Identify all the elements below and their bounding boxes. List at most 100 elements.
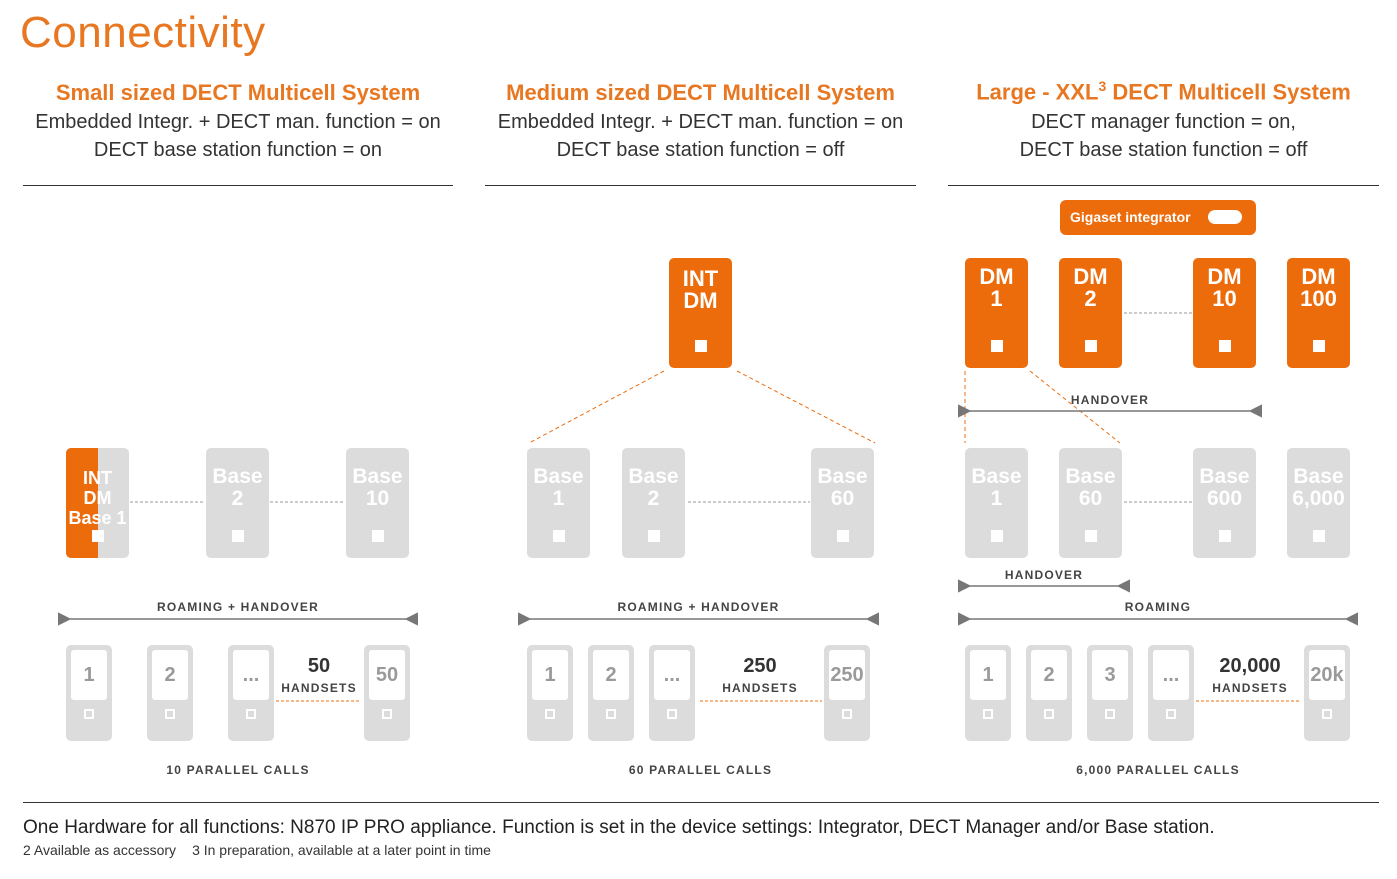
parallel-calls-label: 6,000 PARALLEL CALLS bbox=[1076, 763, 1240, 777]
handset-number: 3 bbox=[1092, 650, 1128, 700]
footer-main-text: One Hardware for all functions: N870 IP … bbox=[23, 817, 1215, 838]
handset: 50 bbox=[364, 645, 410, 741]
column-title-medium: Medium sized DECT Multicell System bbox=[506, 80, 895, 105]
base-number: 1 bbox=[552, 487, 565, 510]
roaming-handover-label: ROAMING + HANDOVER bbox=[617, 600, 780, 614]
parallel-calls-label: 10 PARALLEL CALLS bbox=[166, 763, 310, 777]
handset: 1 bbox=[965, 645, 1011, 741]
roaming-handover-label: ROAMING + HANDOVER bbox=[157, 600, 319, 614]
roaming-label: ROAMING bbox=[1124, 600, 1192, 614]
manager-number: 1 bbox=[990, 286, 1003, 311]
dect-manager-2: DM 2 bbox=[1059, 258, 1122, 368]
base-station-6000: Base 6,000 bbox=[1287, 448, 1350, 558]
device-indicator bbox=[990, 340, 1003, 352]
handset-button bbox=[84, 709, 94, 719]
base-station-60: Base 60 bbox=[811, 448, 874, 558]
handset-number: 20k bbox=[1309, 650, 1345, 700]
handover-label-bottom: HANDOVER bbox=[1004, 568, 1084, 582]
device-indicator bbox=[836, 530, 849, 542]
base-station-int-dm-base-1: INT DM Base 1 bbox=[66, 448, 129, 558]
column-subtitle-large-2: DECT base station function = off bbox=[1019, 139, 1308, 161]
column-subtitle-small-1: Embedded Integr. + DECT man. function = … bbox=[35, 111, 441, 133]
column-divider-large bbox=[948, 185, 1379, 186]
handset-count: 250 bbox=[743, 655, 777, 677]
handset-button bbox=[1044, 709, 1054, 719]
parallel-calls-label: 60 PARALLEL CALLS bbox=[628, 763, 773, 777]
base-label: Base bbox=[971, 465, 1022, 488]
device-indicator bbox=[1218, 530, 1231, 542]
handset-button bbox=[1322, 709, 1332, 719]
device-indicator bbox=[990, 530, 1003, 542]
base-label: Base bbox=[352, 465, 403, 488]
base-station-2: Base 2 bbox=[622, 448, 685, 558]
manager-label: DM bbox=[1207, 264, 1242, 289]
base-station-600: Base 600 bbox=[1193, 448, 1256, 558]
handset: ... bbox=[649, 645, 695, 741]
base-number: 10 bbox=[365, 487, 390, 510]
handset-button bbox=[842, 709, 852, 719]
base-label: Base bbox=[1293, 465, 1344, 488]
handset-button bbox=[606, 709, 616, 719]
integrator-label: Gigaset integrator bbox=[1070, 209, 1191, 225]
manager-link bbox=[1029, 370, 1121, 444]
device-indicator bbox=[1312, 530, 1325, 542]
handset-number: ... bbox=[233, 650, 269, 700]
handset-number: 1 bbox=[970, 650, 1006, 700]
handset-button bbox=[1166, 709, 1176, 719]
handset: 2 bbox=[147, 645, 193, 741]
handset-number: 250 bbox=[829, 650, 865, 700]
gigaset-integrator: Gigaset integrator bbox=[1060, 200, 1256, 235]
column-title-large-rest: DECT Multicell System bbox=[1106, 79, 1351, 105]
footer-divider bbox=[23, 802, 1379, 803]
integrator-slot bbox=[1208, 210, 1242, 224]
base-number: 2 bbox=[231, 487, 244, 510]
base-label: Base bbox=[628, 465, 679, 488]
column-title-large-text: Large - XXL bbox=[976, 79, 1099, 105]
manager-link bbox=[528, 370, 665, 444]
device-indicator bbox=[694, 340, 707, 352]
handsets-word: HANDSETS bbox=[722, 681, 798, 695]
column-divider-small bbox=[23, 185, 453, 186]
label-dm: DM bbox=[83, 488, 112, 508]
manager-label: DM bbox=[1073, 264, 1108, 289]
handset: 3 bbox=[1087, 645, 1133, 741]
handset-button bbox=[246, 709, 256, 719]
handset-number: 50 bbox=[369, 650, 405, 700]
manager-label-dm: DM bbox=[683, 288, 718, 313]
base-label: Base bbox=[212, 465, 263, 488]
dect-manager-1: DM 1 bbox=[965, 258, 1028, 368]
column-title-large: Large - XXL3 DECT Multicell System bbox=[948, 78, 1379, 105]
base-number: 60 bbox=[830, 487, 855, 510]
handset-number: 2 bbox=[152, 650, 188, 700]
manager-label: DM bbox=[979, 264, 1014, 289]
column-subtitle-medium-2: DECT base station function = off bbox=[556, 139, 845, 161]
base-station-1: Base 1 bbox=[965, 448, 1028, 558]
base-station-2: Base 2 bbox=[206, 448, 269, 558]
manager-number: 100 bbox=[1300, 286, 1337, 311]
manager-label-int: INT bbox=[682, 266, 719, 291]
device-indicator bbox=[647, 530, 660, 542]
handset-number: 2 bbox=[1031, 650, 1067, 700]
handset: ... bbox=[228, 645, 274, 741]
dect-manager-10: DM 10 bbox=[1193, 258, 1256, 368]
dect-manager-100: DM 100 bbox=[1287, 258, 1350, 368]
base-label: Base bbox=[1065, 465, 1116, 488]
handset: ... bbox=[1148, 645, 1194, 741]
device-indicator bbox=[231, 530, 244, 542]
label-base-1: Base 1 bbox=[68, 508, 127, 528]
handset: 250 bbox=[824, 645, 870, 741]
handset-number: ... bbox=[654, 650, 690, 700]
integrated-base-label: INT DM Base 1 bbox=[66, 468, 129, 528]
manager-label: DM bbox=[1301, 264, 1336, 289]
manager-number: 2 bbox=[1084, 286, 1097, 311]
page-title: Connectivity bbox=[20, 8, 266, 57]
handset-count: 20,000 bbox=[1219, 655, 1281, 677]
handset-button bbox=[983, 709, 993, 719]
column-subtitle-medium-1: Embedded Integr. + DECT man. function = … bbox=[497, 111, 904, 133]
column-subtitle-large-1: DECT manager function = on, bbox=[1031, 111, 1296, 133]
handset: 1 bbox=[66, 645, 112, 741]
handset: 1 bbox=[527, 645, 573, 741]
device-indicator bbox=[91, 530, 104, 542]
